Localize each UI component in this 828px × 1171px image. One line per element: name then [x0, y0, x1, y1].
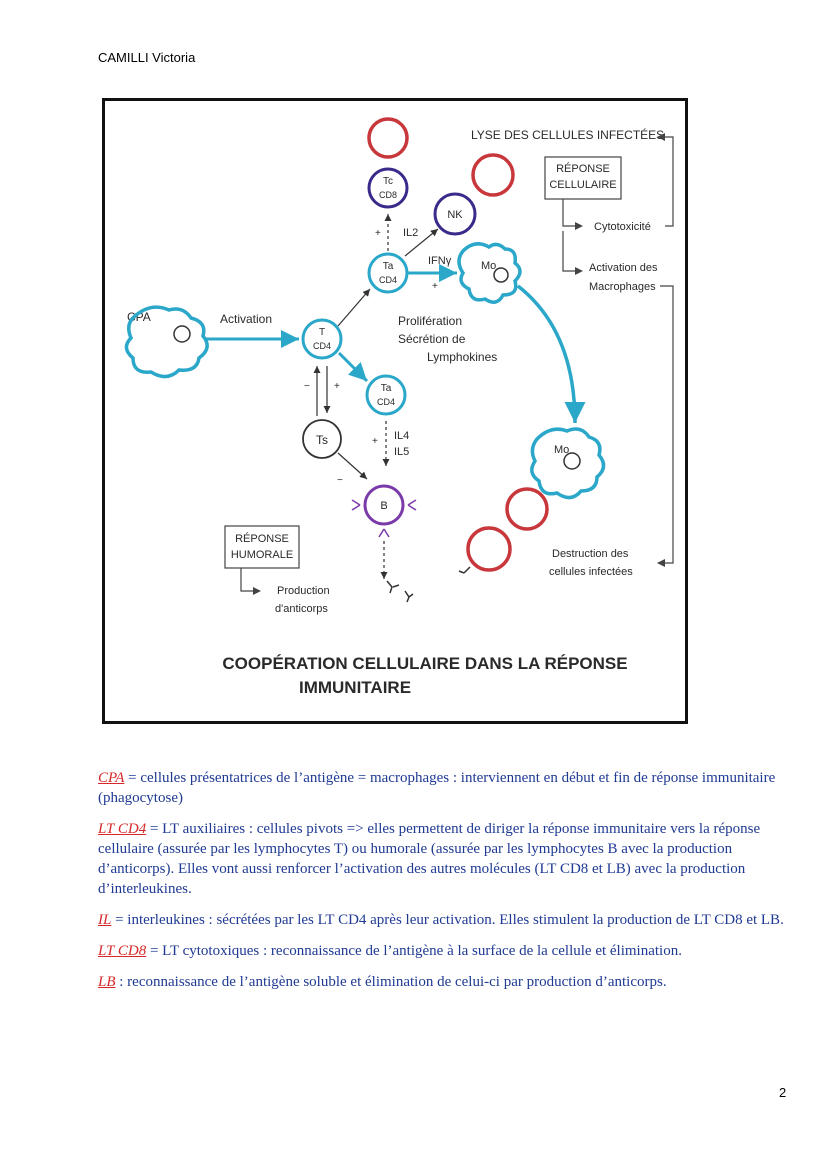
reponse-humorale-line2: HUMORALE: [231, 549, 293, 561]
author-header: CAMILLI Victoria: [98, 50, 195, 65]
infected-cell-lysed: [473, 155, 513, 195]
t-label: T: [319, 327, 325, 338]
th-top-label: Ta: [383, 261, 394, 272]
il4-label: IL4: [394, 430, 409, 442]
nk-label: NK: [447, 209, 463, 221]
immune-cooperation-diagram: Tc CD8 LYSE DES CELLULES INFECTÉES RÉPON…: [102, 98, 688, 724]
plus-ts: +: [334, 381, 340, 392]
definition-cpa: CPA = cellules présentatrices de l’antig…: [98, 768, 790, 808]
definition-text: = cellules présentatrices de l’antigène …: [98, 770, 775, 806]
definition-il: IL = interleukines : sécrétées par les L…: [98, 910, 790, 930]
infected-cell-bottom-2: [468, 528, 510, 570]
b-label: B: [380, 500, 387, 512]
mo-top-label: Mo: [481, 260, 496, 272]
production-line2: d'anticorps: [275, 603, 328, 615]
activation-macrophages-line1: Activation des: [589, 262, 658, 274]
definition-text: = LT auxiliaires : cellules pivots => el…: [98, 821, 760, 897]
th-bottom-label: Ta: [381, 383, 392, 394]
definition-lb: LB : reconnaissance de l’antigène solubl…: [98, 972, 790, 992]
minus-b: −: [337, 475, 343, 486]
definition-term: LB: [98, 974, 116, 990]
definition-lt-cd8: LT CD8 = LT cytotoxiques : reconnaissanc…: [98, 941, 790, 961]
diagram-title-line1: COOPÉRATION CELLULAIRE DANS LA RÉPONSE: [222, 654, 627, 673]
plus-ifn: +: [432, 281, 438, 292]
lyse-label: LYSE DES CELLULES INFECTÉES: [471, 127, 664, 142]
th-top-cd4-label: CD4: [379, 275, 397, 285]
diagram-canvas: Tc CD8 LYSE DES CELLULES INFECTÉES RÉPON…: [105, 101, 685, 721]
definition-term: IL: [98, 912, 111, 928]
plus-tc: +: [375, 228, 381, 239]
infected-cell-top: [369, 119, 407, 157]
proliferation-line1: Prolifération: [398, 314, 462, 328]
page-number: 2: [779, 1085, 786, 1100]
t-cd4-label: CD4: [313, 341, 331, 351]
definition-term: LT CD8: [98, 943, 146, 959]
infected-cell-bottom-1: [507, 489, 547, 529]
tc-cd8-cell: [369, 169, 407, 207]
macrophage-top: [459, 244, 520, 302]
definition-text: = LT cytotoxiques : reconnaissance de l’…: [146, 943, 682, 959]
t-cd4-cell: [303, 320, 341, 358]
th-bottom-cd4-label: CD4: [377, 397, 395, 407]
reponse-cellulaire-line2: CELLULAIRE: [549, 179, 616, 191]
ifn-label: IFNγ: [428, 255, 452, 267]
activation-label: Activation: [220, 312, 272, 326]
definitions-list: CPA = cellules présentatrices de l’antig…: [98, 768, 790, 1003]
ts-label: Ts: [316, 433, 328, 447]
activation-macrophages-line2: Macrophages: [589, 281, 656, 293]
proliferation-line2: Sécrétion de: [398, 332, 466, 346]
proliferation-line3: Lymphokines: [427, 350, 497, 364]
tc-label: Tc: [383, 176, 393, 187]
definition-term: CPA: [98, 770, 124, 786]
definition-text: : reconnaissance de l’antigène soluble e…: [116, 974, 667, 990]
il5-label: IL5: [394, 446, 409, 458]
macrophage-bottom: [532, 429, 604, 498]
production-line1: Production: [277, 585, 330, 597]
tc-cd8-label: CD8: [379, 190, 397, 200]
definition-text: = interleukines : sécrétées par les LT C…: [111, 912, 783, 928]
reponse-cellulaire-line1: RÉPONSE: [556, 162, 610, 175]
definition-term: LT CD4: [98, 821, 146, 837]
diagram-title-line2: IMMUNITAIRE: [299, 678, 411, 697]
th-cd4-cell-bottom: [367, 376, 405, 414]
destruction-line2: cellules infectées: [549, 566, 633, 578]
definition-lt-cd4: LT CD4 = LT auxiliaires : cellules pivot…: [98, 819, 790, 899]
reponse-humorale-line1: RÉPONSE: [235, 532, 289, 545]
il2-label: IL2: [403, 227, 418, 239]
cytotoxicite-label: Cytotoxicité: [594, 221, 651, 233]
th-cd4-cell-top: [369, 254, 407, 292]
destruction-line1: Destruction des: [552, 548, 629, 560]
minus-ts: −: [304, 381, 310, 392]
plus-il: +: [372, 436, 378, 447]
